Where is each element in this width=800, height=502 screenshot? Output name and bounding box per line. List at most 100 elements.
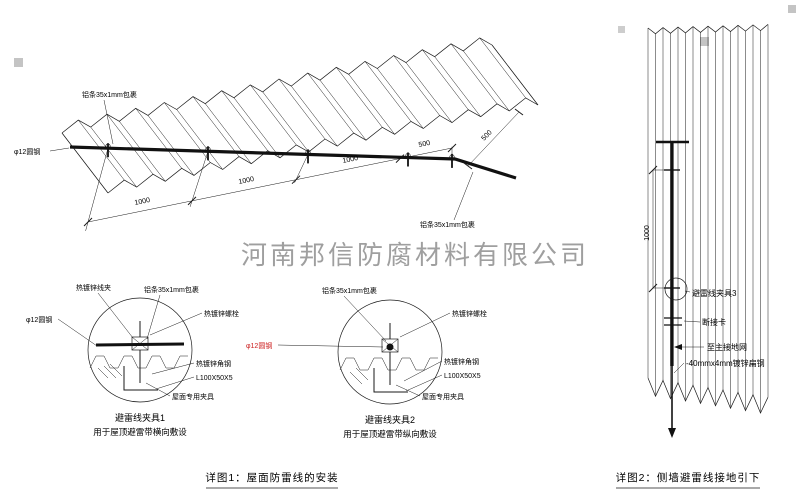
wall-flat-steel-label: -40mmx4mm镀锌扁钢 [686,358,765,368]
detail2-hatch [349,371,363,385]
dim-line-right [467,111,520,167]
roof-corrugated-sheet [61,37,539,194]
dim-right-500: 500 [480,129,493,142]
roof-valley-line [434,56,481,117]
detail1-hatch [97,367,109,379]
roof-valley-line [147,115,195,176]
detail2-fixture-label: 屋面专用夹具 [422,392,464,401]
roof-ridge-line [393,55,440,116]
detail-2: 铝条35x1mm包裹 热镀锌螺栓 φ12圆钢 热镀锌角钢 L100X50X5 屋… [246,286,487,439]
caption-detail-1: 详图1：屋面防雷线的安装 [205,471,338,484]
roof-valley-line [405,62,453,123]
leader-line [146,294,161,340]
roof-ridge-line [78,119,125,181]
leader-line [145,382,171,397]
detail2-title: 避雷线夹具2 [365,414,415,425]
roof-valley-line [491,44,539,106]
watermark-fragment [700,37,709,46]
dim-tick [648,283,658,293]
watermark: 河南邦信防腐材料有限公司 [14,5,796,270]
leader-line [155,376,195,390]
wall-disconnect-label: 断接卡 [702,317,726,327]
roof-ridge-line [164,102,211,163]
wall-corrugated-sheet [647,24,769,414]
dim-extension-line [189,151,209,207]
roof-valley-line [319,80,367,141]
wall-drawing: 1000 避雷线夹具3 断接卡 至主接地网 -40mmx4mm镀锌扁钢 [644,24,769,438]
detail2-subtitle: 用于屋顶避雷带纵向敷设 [343,429,437,439]
wall-clamp3-label: 避雷线夹具3 [692,288,737,298]
roof-valley-line [463,50,510,112]
detail1-callout-circle [87,297,193,403]
detail2-hatch [355,367,369,381]
roof-valley-line [262,91,309,153]
leader-line [395,384,421,397]
watermark-text: 河南邦信防腐材料有限公司 [241,240,589,270]
dim-500: 500 [418,140,431,149]
detail2-wire-section [386,343,394,351]
detail1-fixture-label: 屋面专用夹具 [172,392,214,401]
roof-ridge-line [450,43,498,104]
roof-valley-line [348,74,395,135]
detail2-sheet-profile [339,357,438,371]
roof-ridge-line [278,78,326,140]
detail2-alu-label: 铝条35x1mm包裹 [322,286,377,295]
wall-dim-1000: 1000 [644,225,651,241]
detail1-angle-size-label: L100X50X5 [196,375,233,382]
roof-ridge-line [364,61,412,122]
arrow-left-icon [674,344,682,350]
roof-ridge-line [221,90,268,151]
detail1-clamp-cross [131,336,149,351]
wall-top-edge [647,24,769,35]
roof-rod-label: φ12圆钢 [14,147,40,156]
roof-valley-line [205,103,252,164]
roof-valley-line [90,126,137,188]
detail2-angle-steel [373,368,408,393]
detail1-subtitle: 用于屋顶避雷带横向敷设 [93,427,187,437]
detail2-callout-circle [337,299,443,405]
clamp-callout-circle [664,277,688,301]
roof-drawing: 铝条35x1mm包裹 φ12圆钢 铝条35x1mm包裹 500 1000 100… [14,37,539,231]
leader-line [453,171,474,221]
roof-valley-line [233,97,281,158]
captions: 详图1：屋面防雷线的安装 详图2：侧墙避雷线接地引下 [205,471,761,489]
leader-line [405,374,443,392]
dim-extension-line [294,154,309,183]
leader-line [277,344,384,348]
watermark-fragment [618,26,625,33]
leader-line [673,362,685,374]
roof-back-profile [61,37,493,134]
detail2-angle-label: 热镀锌角钢 [444,357,479,366]
caption-detail-2: 详图2：侧墙避雷线接地引下 [616,471,761,484]
leader-line [57,318,98,347]
dim-chain-line [87,147,453,223]
roof-ridge-line [192,96,240,157]
detail1-hatch [109,363,123,377]
roof-ridge-line [106,114,154,175]
detail2-rod-label: φ12圆钢 [246,341,272,350]
dim-extension-line [85,148,109,231]
dim-tick [648,165,658,175]
leader-line [149,312,203,336]
roof-alu-wrap-label-right: 铝条35x1mm包裹 [420,220,475,229]
dim-tick [514,108,524,116]
dim-1000-c: 1000 [342,155,359,165]
detail1-hatch [103,365,117,379]
arrow-down-icon [668,428,676,438]
leader-line [343,295,387,342]
roof-ridge-line [135,108,182,169]
roof-valley-line [176,109,223,170]
detail1-wire [95,342,185,347]
detail2-angle-size-label: L100X50X5 [444,373,481,380]
roof-valley-line [377,68,424,129]
leader-line [151,362,195,375]
detail1-sheet-profile [89,355,188,369]
detail1-rod-label: φ12圆钢 [26,315,52,324]
detail2-clamp-cross [381,338,399,353]
wall-bottom-edge [647,377,769,414]
roof-ridge-line [250,84,297,146]
dim-1000-a: 1000 [134,197,151,207]
leader-line [684,290,691,293]
